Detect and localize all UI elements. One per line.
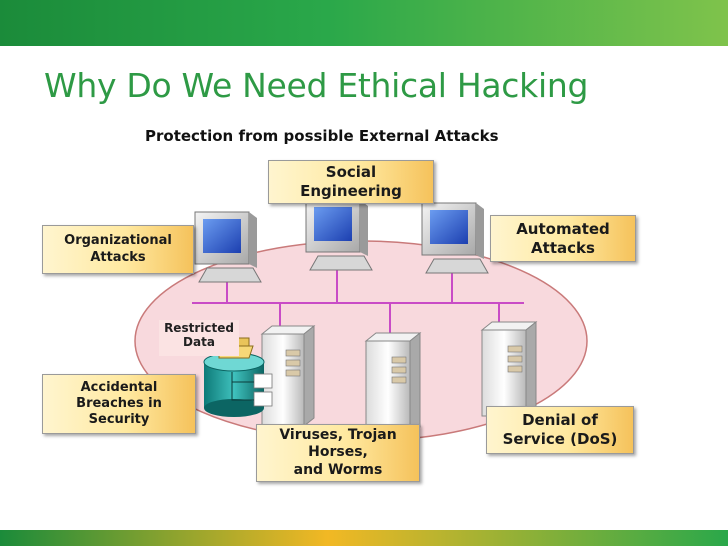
footer-band: [0, 530, 728, 546]
database-icon: [203, 352, 273, 417]
server-icon: [260, 324, 316, 428]
server-icon: [364, 331, 422, 437]
slide-subtitle: Protection from possible External Attack…: [145, 127, 499, 145]
workstation-icon: [305, 199, 373, 271]
header-band: [0, 0, 728, 46]
workstation-icon: [421, 202, 489, 274]
automated-attacks-label: Automated Attacks: [490, 215, 636, 262]
organizational-attacks-label: Organizational Attacks: [42, 225, 194, 274]
restricted-data-label: Restricted Data: [159, 320, 239, 356]
slide-title: Why Do We Need Ethical Hacking: [44, 66, 589, 105]
server-icon: [480, 320, 538, 418]
social-engineering-label: Social Engineering: [268, 160, 434, 204]
accidental-breaches-label: Accidental Breaches in Security: [42, 374, 196, 434]
denial-of-service-label: Denial of Service (DoS): [486, 406, 634, 454]
workstation-icon: [194, 211, 262, 283]
viruses-trojans-worms-label: Viruses, Trojan Horses, and Worms: [256, 424, 420, 482]
network-bus: [192, 268, 524, 335]
